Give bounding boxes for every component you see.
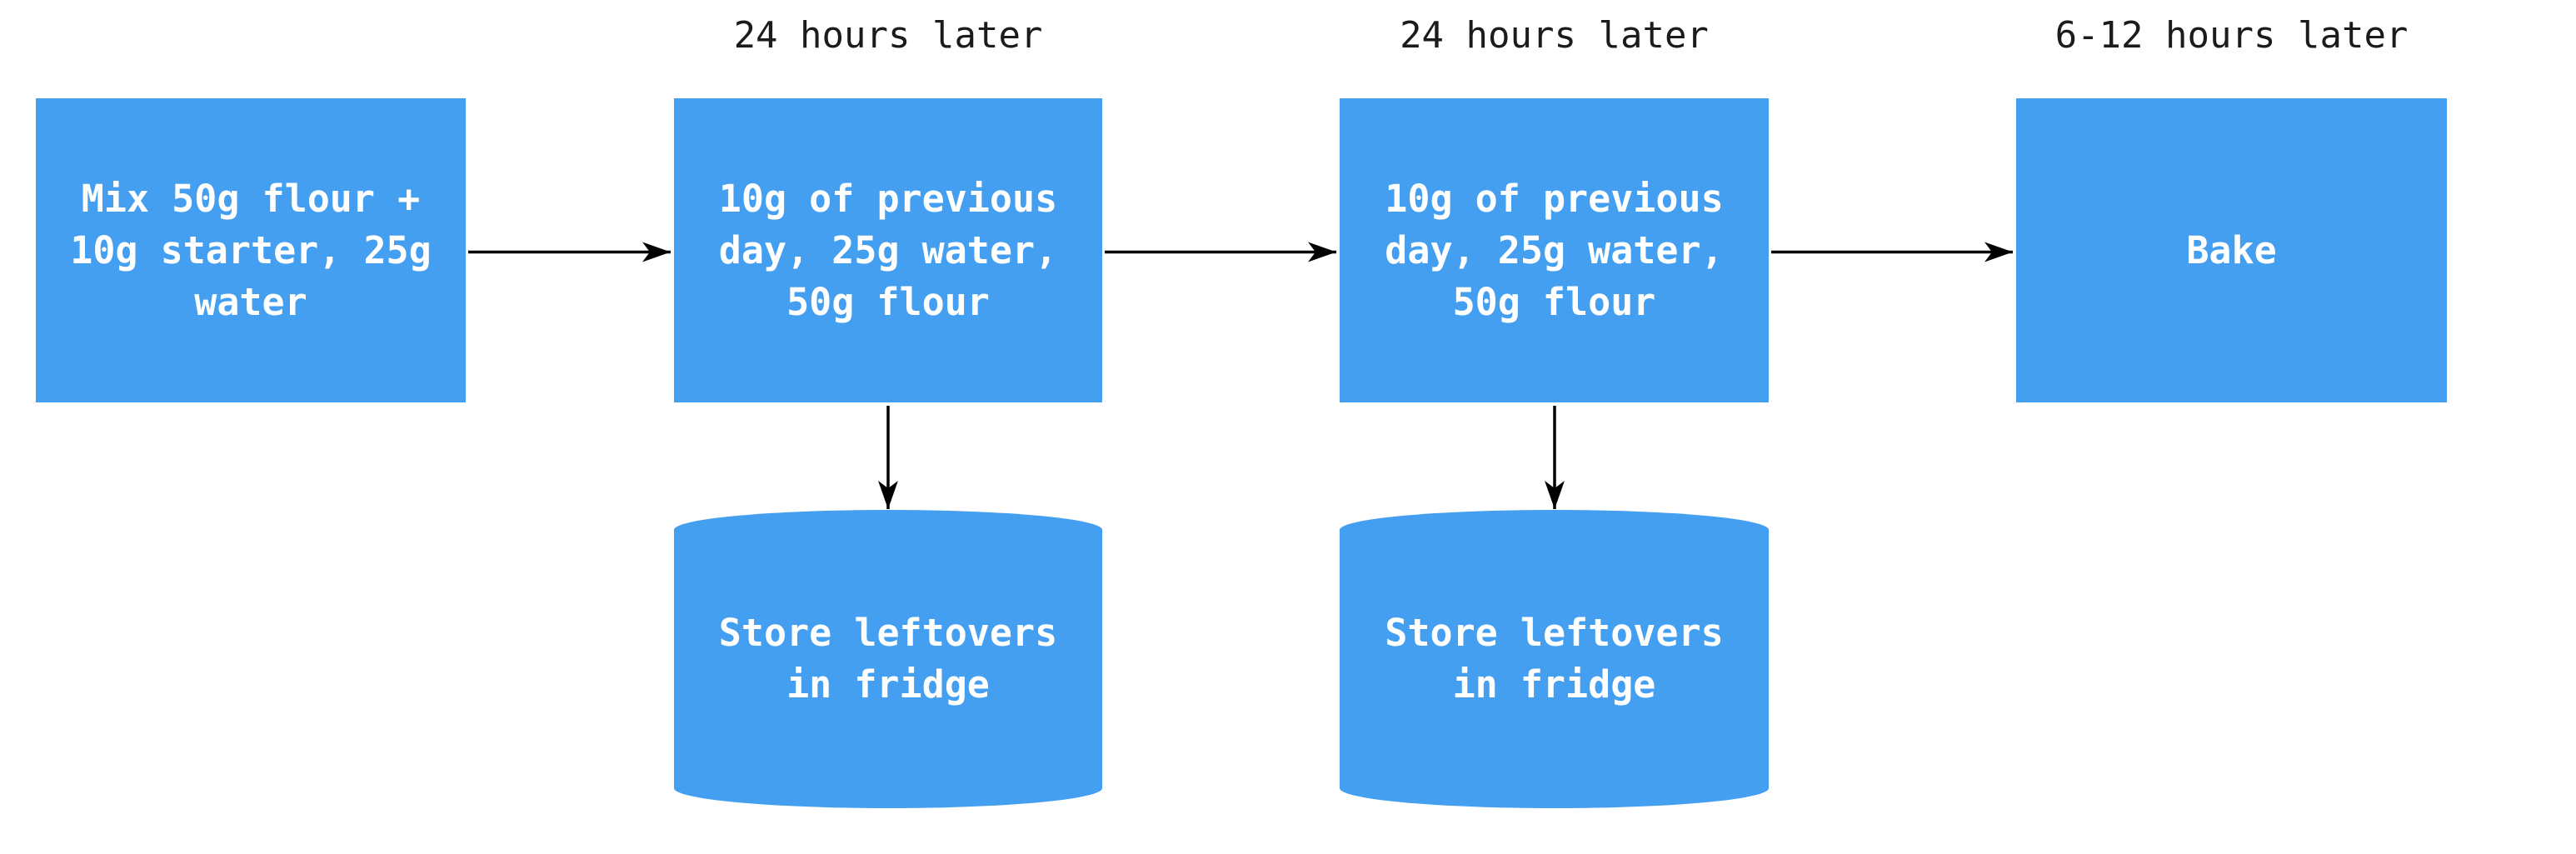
node-mix-starter-label: Mix 50g flour + 10g starter, 25g water (70, 176, 432, 324)
node-store-leftovers-2-label: Store leftovers in fridge (1385, 611, 1724, 707)
annotation-24-hours-later-1: 24 hours later (733, 14, 1043, 57)
node-feed-day3: 10g of previous day, 25g water, 50g flou… (1340, 98, 1769, 402)
node-store-leftovers-1: Store leftovers in fridge (674, 510, 1102, 808)
annotation-24-hours-later-2: 24 hours later (1400, 14, 1709, 57)
node-feed-day3-label: 10g of previous day, 25g water, 50g flou… (1385, 176, 1724, 324)
node-store-leftovers-2: Store leftovers in fridge (1340, 510, 1769, 808)
node-bake-label: Bake (2186, 227, 2277, 272)
node-bake: Bake (2016, 98, 2447, 402)
node-store-leftovers-1-label: Store leftovers in fridge (718, 611, 1058, 707)
node-mix-starter: Mix 50g flour + 10g starter, 25g water (36, 98, 466, 402)
node-feed-day2-label: 10g of previous day, 25g water, 50g flou… (718, 176, 1058, 324)
node-feed-day2: 10g of previous day, 25g water, 50g flou… (674, 98, 1102, 402)
annotation-6-12-hours-later: 6-12 hours later (2054, 14, 2409, 57)
